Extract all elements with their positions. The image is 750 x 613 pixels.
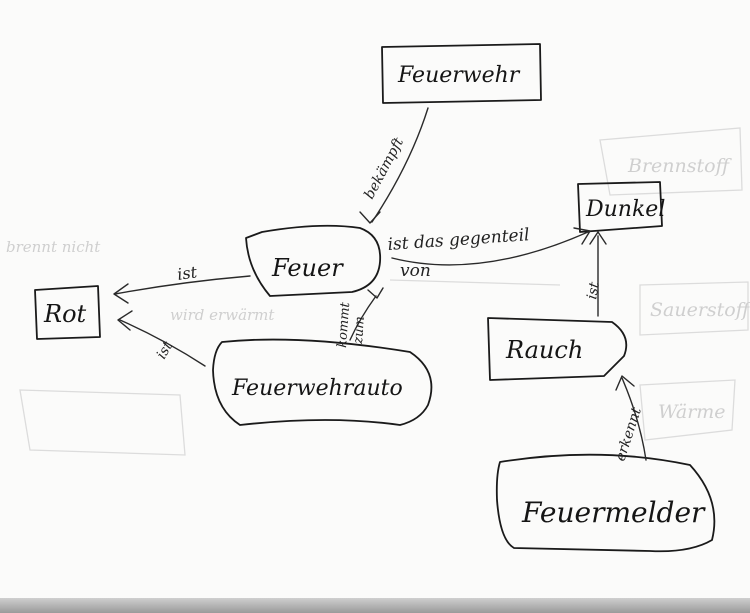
node-rauch: Rauch [505,336,583,364]
feuerwehr-box [381,43,542,104]
dunkel-box [577,181,663,233]
edge-label-feuer-feuerwehrauto-2: zum [351,316,368,346]
edge-label-feuerwehrauto-rot: ist [154,339,177,362]
node-dunkel: Dunkel [585,197,665,222]
ghost-text-brennstoff: Brennstoff [627,155,733,177]
feuerwehrauto-shape [212,338,433,426]
edge-label-feuer-rot: ist [176,262,199,284]
arrowhead-dunkel [573,227,591,245]
arrowhead-feuer-top [359,211,381,224]
edge-label-feuermelder-rauch: erkennt [613,405,645,463]
ghost-text-waerme: Wärme [658,401,726,423]
edge-line-feuer-dunkel [391,231,589,266]
ghost-box-sauerstoff [639,281,749,336]
arrowhead-rot-top [113,283,129,304]
edge-label-feuer-feuerwehrauto-1: kommt [335,301,353,348]
edge-label-feuer-dunkel-1: ist das gegenteil [387,225,530,255]
edge-label-feuerwehr-feuer: bekämpft [361,135,407,202]
arrowhead-rot-bottom [117,310,133,331]
arrowhead-dunkel-bottom [589,231,607,245]
ghost-text-sauerstoff: Sauerstoff [650,299,750,321]
rauch-shape [487,317,628,381]
ghost-box-brennstoff [599,127,743,196]
edge-line-feuerwehrauto-rot [119,319,206,367]
node-feuer: Feuer [271,254,344,282]
ghost-text-wird-erwaermt: wird erwärmt [170,306,275,324]
edge-line-feuer-feuerwehrauto [349,295,377,341]
node-feuermelder: Feuermelder [521,496,706,529]
arrowhead-rauch [615,375,635,391]
rot-box [34,285,101,340]
edge-line-feuermelder-rauch [621,377,647,461]
ghost-box-lower-left [19,389,186,456]
node-feuerwehrauto: Feuerwehrauto [231,376,403,401]
ghost-box-waerme [639,379,736,441]
ghost-line [389,279,561,286]
ghost-text-brennt-nicht: brennt nicht [6,238,101,256]
arrowhead-feuer-bottom [367,287,384,299]
show-through-layer: Brennstoff Sauerstoff Wärme brennt nicht… [6,127,750,456]
edge-line-feuerwehr-feuer [371,107,429,223]
edge-label-feuer-dunkel-2: von [400,261,431,281]
feuermelder-shape [495,453,716,553]
node-feuerwehr: Feuerwehr [397,63,521,88]
scan-bottom-edge [0,598,750,613]
feuer-shape [245,224,382,297]
edge-line-feuer-rot [114,275,251,295]
node-rot: Rot [43,300,87,328]
edge-label-rauch-dunkel: ist [584,281,603,301]
